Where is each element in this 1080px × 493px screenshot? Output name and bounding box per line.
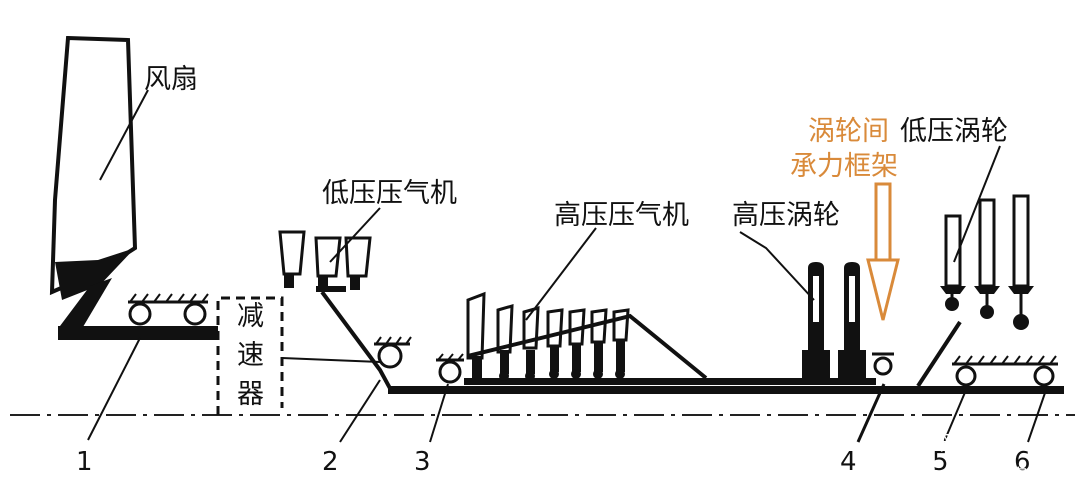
bearing-number-2: 2 <box>322 447 339 477</box>
bearing-number-6: 6 <box>1014 447 1031 477</box>
leader-4 <box>856 383 886 443</box>
hp-turbine-leader <box>739 231 815 301</box>
fan-leader <box>99 89 149 181</box>
bearing-5 <box>955 365 977 387</box>
lp-compressor-shaft <box>320 290 394 393</box>
hp-compressor-leader <box>525 227 597 321</box>
bearing-5-6-housing <box>952 355 1058 366</box>
bearing-1 <box>128 293 209 326</box>
watermark: 航空之家 头条号 / 航空之家 <box>884 429 1028 487</box>
watermark-brand: 航空之家 <box>940 431 1028 456</box>
leader-1 <box>87 337 141 441</box>
hp-compressor-label: 高压压气机 <box>554 200 689 231</box>
bearing-6 <box>1033 365 1055 387</box>
leader-5 <box>943 389 967 443</box>
gearbox-leader <box>281 357 381 363</box>
hp-drum <box>467 313 708 380</box>
watermark-source: 头条号 / 航空之家 <box>884 466 1028 487</box>
frame-label-line2: 承力框架 <box>790 151 898 182</box>
lp-turbine-link <box>916 320 962 388</box>
frame-arrow <box>866 182 900 321</box>
gearbox-label-3: 器 <box>237 379 264 410</box>
hp-turbine-blades <box>802 262 866 378</box>
bearing-2 <box>374 336 412 369</box>
leader-6 <box>1027 389 1047 443</box>
hp-compressor-roots <box>472 340 625 382</box>
bearing-number-4: 4 <box>840 447 857 477</box>
gearbox-label-1: 减 <box>237 301 264 332</box>
bearing-3 <box>436 353 464 384</box>
leader-2 <box>339 379 381 443</box>
fan-shaft <box>58 326 218 340</box>
lp-turbine-blades <box>940 194 1034 330</box>
bearing-number-1: 1 <box>76 447 93 477</box>
hp-compressor-blades <box>466 291 630 360</box>
wechat-icon <box>907 429 933 455</box>
hp-turbine-label: 高压涡轮 <box>732 200 840 231</box>
hp-shaft <box>464 378 876 385</box>
fan-blade <box>49 35 138 332</box>
bearing-number-3: 3 <box>414 447 431 477</box>
lp-compressor-label: 低压压气机 <box>322 178 457 209</box>
lp-turbine-leader <box>953 145 1001 263</box>
lp-compressor-blades <box>278 230 372 292</box>
bearing-number-5: 5 <box>932 447 949 477</box>
fan-label: 风扇 <box>144 64 198 95</box>
bearing-4 <box>872 352 894 376</box>
lp-compressor-leader <box>329 207 381 263</box>
lp-turbine-label: 低压涡轮 <box>900 116 1008 147</box>
lp-shaft <box>388 386 1064 394</box>
frame-label-line1: 涡轮间 <box>808 116 889 147</box>
gearbox-label-2: 速 <box>237 340 264 371</box>
leader-3 <box>429 383 449 443</box>
